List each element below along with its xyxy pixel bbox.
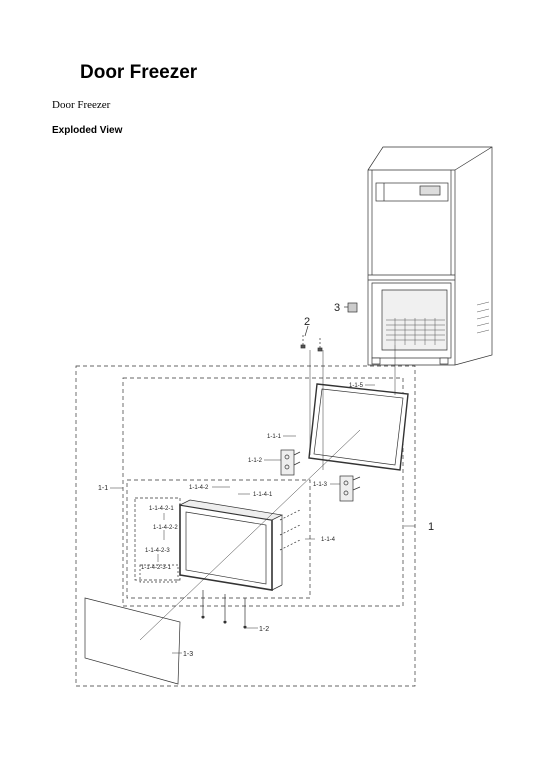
gasket-1-1-5 [308,383,409,471]
callout-1-1-4-2-2: 1-1-4-2-2 [153,525,178,531]
callout-1-1-4-2-3: 1-1-4-2-3 [145,548,170,554]
assembly-box-1-1-4-2-3 [139,564,179,583]
callout-1-1-4-2-3-1: 1-1-4-2-3-1 [141,565,172,571]
assembly-box-1-1 [122,377,404,607]
callout-1: 1 [428,521,434,533]
callout-1-1-3: 1-1-3 [313,482,328,488]
callout-1-1: 1-1 [98,485,108,492]
callout-1-1-4-2-1: 1-1-4-2-1 [149,506,174,512]
callout-3: 3 [334,302,340,314]
callout-1-1-4-2: 1-1-4-2 [189,485,209,491]
page-subtitle: Door Freezer [52,99,111,111]
bracket-1-1-3 [339,475,361,502]
part-3-hinge [344,302,358,313]
page-title: Door Freezer [80,62,198,83]
side-screws-1-1-4 [279,509,301,551]
part-2-screws [300,325,323,352]
callout-1-1-1: 1-1-1 [267,434,282,440]
callout-1-2: 1-2 [259,626,269,633]
door-screws [201,590,247,629]
bracket-1-1-2 [280,449,301,476]
callout-1-1-4: 1-1-4 [321,537,336,543]
callout-2: 2 [304,316,310,328]
callout-1-1-2: 1-1-2 [248,458,263,464]
door-panel-1-3 [84,597,181,685]
callout-1-3: 1-3 [183,651,193,658]
leader-lines [110,384,415,654]
callout-1-1-4-1: 1-1-4-1 [253,492,273,498]
callout-1-1-5: 1-1-5 [349,383,364,389]
section-heading: Exploded View [52,125,123,136]
alignment-lines [139,345,396,641]
refrigerator-cabinet [367,146,493,366]
door-liner-1-1-4-2 [178,499,284,591]
